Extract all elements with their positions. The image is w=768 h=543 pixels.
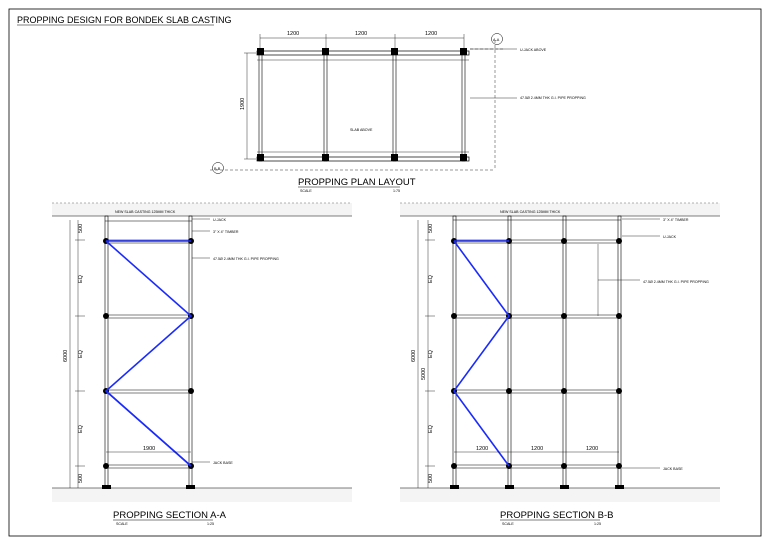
plan-labels: 1200 1200 1200 1900 SLAB ABOVE U-JACK AB… bbox=[214, 31, 586, 193]
bb-ledgers bbox=[453, 219, 621, 469]
bb-heading: PROPPING SECTION B-B bbox=[500, 510, 614, 521]
aa-note-ujack: U-JACK bbox=[213, 218, 227, 222]
bb-dim-left-3: EQ bbox=[428, 349, 434, 358]
bb-dim-left-4: EQ bbox=[428, 424, 434, 433]
plan-note-jack: U-JACK ABOVE bbox=[520, 48, 547, 52]
bb-dim-bay-2: 1200 bbox=[531, 446, 543, 452]
aa-bracing-zig bbox=[104, 240, 193, 467]
bb-bracing-zig bbox=[453, 240, 510, 467]
aa-scale-value: 1:25 bbox=[207, 522, 214, 526]
bb-slab-label: NEW SLAB CASTING 125MM THICK bbox=[500, 210, 561, 214]
plan-slab-label: SLAB ABOVE bbox=[350, 128, 373, 132]
plan-beam-top bbox=[256, 50, 470, 56]
plan-dim-2: 1200 bbox=[355, 31, 367, 37]
bb-note-ujack: U-JACK bbox=[663, 235, 677, 239]
bb-dim-left-5: 500 bbox=[428, 474, 434, 483]
aa-ground bbox=[52, 488, 352, 502]
aa-dim-bay: 1900 bbox=[143, 446, 155, 452]
aa-dim-left-4: EQ bbox=[78, 424, 84, 433]
sheet-border bbox=[8, 8, 762, 537]
plan-dim-1: 1200 bbox=[287, 31, 299, 37]
section-aa-labels: NEW SLAB CASTING 125MM THICK U-JACK 3" X… bbox=[63, 210, 279, 526]
plan-note-pipe: 47.5Ø 2.4MM THK G.I. PIPE PROPPING bbox=[520, 96, 586, 100]
plan-layout bbox=[210, 33, 517, 174]
plan-heading: PROPPING PLAN LAYOUT bbox=[298, 177, 416, 188]
bb-dim-left-2: EQ bbox=[428, 274, 434, 283]
plan-post-caps bbox=[257, 48, 467, 161]
aa-ledgers bbox=[105, 220, 192, 469]
section-bb bbox=[400, 202, 720, 502]
bb-note-pipe: 47.5Ø 2.4MM THK G.I. PIPE PROPPING bbox=[643, 280, 709, 284]
aa-note-pipe: 47.5Ø 2.4MM THK G.I. PIPE PROPPING bbox=[213, 257, 279, 261]
bb-dim-bay-1: 1200 bbox=[476, 446, 488, 452]
plan-props bbox=[258, 50, 466, 162]
sheet-title: PROPPING DESIGN FOR BONDEK SLAB CASTING bbox=[17, 15, 232, 25]
bb-scale-label: SCALE bbox=[502, 522, 514, 526]
plan-section-tag-a: A-A bbox=[493, 38, 500, 42]
aa-note-timber: 3" X 4" TIMBER bbox=[213, 230, 239, 234]
aa-heading: PROPPING SECTION A-A bbox=[113, 510, 227, 521]
plan-dim-side: 1900 bbox=[240, 98, 246, 110]
bb-dim-bay-3: 1200 bbox=[586, 446, 598, 452]
bb-note-jackbase: JACK BASE bbox=[663, 467, 683, 471]
aa-post-right bbox=[188, 215, 193, 489]
aa-dim-total: 6000 bbox=[63, 350, 69, 362]
plan-beam-bottom bbox=[256, 156, 470, 162]
bb-slab bbox=[400, 203, 720, 216]
section-bb-labels: NEW SLAB CASTING 125MM THICK 3" X 4" TIM… bbox=[411, 210, 709, 526]
bb-dim-total: 6000 bbox=[411, 350, 417, 362]
plan-section-tag-b: B-B bbox=[214, 167, 221, 171]
aa-dim-left-2: EQ bbox=[78, 274, 84, 283]
aa-dim-left-1: 500 bbox=[78, 224, 84, 233]
aa-scale-label: SCALE bbox=[116, 522, 128, 526]
aa-dim-left-5: 500 bbox=[78, 474, 84, 483]
bb-note-timber: 3" X 4" TIMBER bbox=[663, 218, 689, 222]
bb-ground bbox=[400, 488, 720, 502]
plan-scale-value: 1:75 bbox=[393, 189, 400, 193]
section-aa bbox=[52, 202, 352, 502]
aa-note-jackbase: JACK BASE bbox=[213, 461, 233, 465]
bb-scale-value: 1:25 bbox=[594, 522, 601, 526]
section-marker-b bbox=[212, 162, 224, 174]
plan-scale-label: SCALE bbox=[300, 189, 312, 193]
aa-dim-left-3: EQ bbox=[78, 349, 84, 358]
aa-slab-label: NEW SLAB CASTING 125MM THICK bbox=[115, 210, 176, 214]
bb-dim-inner: 5000 bbox=[421, 368, 427, 380]
aa-slab bbox=[52, 203, 352, 216]
plan-dim-3: 1200 bbox=[425, 31, 437, 37]
bb-dim-left-1: 500 bbox=[428, 224, 434, 233]
aa-post-left bbox=[104, 215, 109, 489]
section-marker-a bbox=[491, 33, 503, 45]
